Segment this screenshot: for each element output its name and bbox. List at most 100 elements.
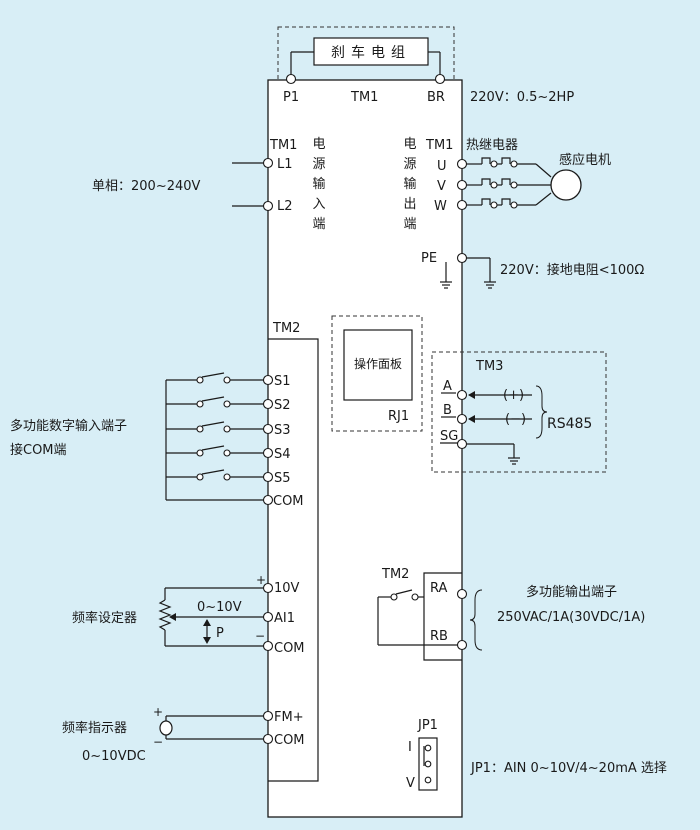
- rs485-wires: [467, 385, 548, 465]
- motor-label: 感应电机: [559, 152, 611, 168]
- motor-icon: [550, 169, 582, 201]
- terminal-l1: [262, 157, 274, 169]
- terminal-com-di: [262, 494, 274, 506]
- panel-dashed-box: [331, 315, 423, 432]
- label-u: U: [437, 159, 447, 174]
- terminal-a: [456, 389, 468, 401]
- terminal-p1: [285, 73, 297, 85]
- potentiometer: [158, 587, 264, 647]
- digital-input-row: S2: [166, 396, 291, 413]
- ground-note: 220V：接地电阻<100Ω: [500, 262, 644, 278]
- brake-rating: 220V：0.5~2HP: [470, 90, 574, 105]
- terminal-s4: [262, 447, 274, 459]
- digital-input-row: S4: [166, 445, 291, 462]
- terminal-v: [456, 179, 468, 191]
- label-s5: S5: [274, 471, 291, 486]
- label-jp1: JP1: [417, 718, 438, 733]
- supply-label: 单相：200~240V: [92, 179, 201, 194]
- digital-input-row: S3: [166, 421, 291, 438]
- label-jp-v: V: [406, 776, 415, 791]
- terminal-10v: [262, 582, 274, 594]
- label-a: A: [443, 379, 452, 394]
- label-minus-b: (−): [505, 412, 526, 427]
- svg-text:源: 源: [403, 157, 416, 172]
- thermal-relay-u: [466, 157, 552, 178]
- terminal-br: [434, 73, 446, 85]
- digital-input-row: S1: [166, 372, 291, 389]
- terminal-pe: [456, 252, 468, 264]
- relay-out-rating: 250VAC/1A(30VDC/1A): [497, 610, 645, 625]
- svg-text:输: 输: [403, 176, 416, 192]
- terminal-com-fs: [262, 640, 274, 652]
- panel-box: [343, 329, 413, 401]
- label-10v: 10V: [274, 581, 300, 596]
- label-tm2: TM2: [272, 321, 300, 336]
- terminal-w: [456, 199, 468, 211]
- label-fm: FM+: [274, 710, 304, 725]
- label-sg: SG: [440, 429, 458, 444]
- fs-plus: +: [256, 573, 266, 587]
- label-l1: L1: [277, 157, 293, 172]
- freq-indicator-label: 频率指示器: [62, 720, 127, 736]
- terminal-s3: [262, 423, 274, 435]
- thermal-relay-v: [466, 178, 551, 189]
- freq-indicator-range: 0~10VDC: [82, 749, 146, 764]
- terminal-u: [456, 158, 468, 170]
- label-tm3: TM3: [475, 359, 503, 374]
- digital-input-desc-2: 接COM端: [10, 442, 67, 458]
- relay-box: [423, 572, 462, 661]
- label-ai1: AI1: [274, 611, 295, 626]
- terminal-s5: [262, 471, 274, 483]
- relay-out-label: 多功能输出端子: [526, 584, 617, 600]
- svg-text:端: 端: [403, 217, 416, 232]
- label-rj1: RJ1: [388, 409, 409, 424]
- label-rb: RB: [430, 629, 448, 644]
- fs-minus: −: [255, 629, 265, 643]
- label-com-fs: COM: [274, 641, 305, 656]
- fs-p: P: [216, 626, 224, 641]
- digital-input-row: S5: [166, 469, 291, 486]
- relay-label: 热继电器: [466, 138, 518, 153]
- svg-text:电: 电: [312, 137, 325, 152]
- terminal-l2: [262, 200, 274, 212]
- terminal-com-fi: [262, 733, 274, 745]
- svg-text:入: 入: [312, 197, 325, 212]
- brake-resistor-box: [313, 37, 429, 66]
- label-tm2-relay: TM2: [381, 567, 409, 582]
- label-ra: RA: [430, 581, 448, 596]
- terminal-rb: [456, 639, 468, 651]
- fi-plus: +: [153, 705, 163, 719]
- terminal-b: [456, 413, 468, 425]
- terminal-fm: [262, 710, 274, 722]
- ground-symbol-internal: [440, 262, 452, 289]
- power-input-title: 电 源 输 入 端: [312, 137, 325, 232]
- label-tm1-output: TM1: [425, 138, 453, 153]
- label-l2: L2: [277, 199, 293, 214]
- label-tm1-input: TM1: [269, 138, 297, 153]
- relay-contact: [377, 589, 483, 651]
- svg-text:端: 端: [312, 217, 325, 232]
- label-b: B: [443, 403, 452, 418]
- brake-unit-label: 刹车电组: [331, 44, 411, 61]
- terminal-sg: [456, 438, 468, 450]
- label-s3: S3: [274, 423, 291, 438]
- panel-label: 操作面板: [354, 356, 402, 371]
- digital-input-desc-1: 多功能数字输入端子: [10, 418, 127, 434]
- ground-symbol-external: [466, 257, 496, 289]
- terminal-s1: [262, 374, 274, 386]
- label-p1: P1: [283, 90, 299, 105]
- label-jp-i: I: [408, 740, 412, 755]
- terminal-s2: [262, 398, 274, 410]
- rs485-label: RS485: [547, 416, 592, 432]
- terminal-ai1: [262, 611, 274, 623]
- label-v: V: [437, 179, 446, 194]
- freq-setter-label: 频率设定器: [72, 610, 137, 626]
- power-output-title: 电 源 输 出 端: [403, 137, 416, 232]
- label-com-di: COM: [273, 494, 304, 509]
- tm2-block: [268, 338, 319, 782]
- svg-text:源: 源: [312, 157, 325, 172]
- label-s2: S2: [274, 398, 291, 413]
- label-tm1-top: TM1: [350, 90, 378, 105]
- jumper-note: JP1：AIN 0~10V/4~20mA 选择: [470, 761, 667, 776]
